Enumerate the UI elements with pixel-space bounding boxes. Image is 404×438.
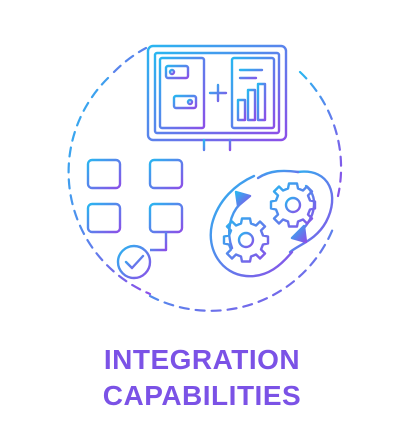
- monitor-icon: [146, 44, 288, 152]
- caption: INTEGRATION CAPABILITIES: [0, 342, 404, 414]
- checkmark-icon: [116, 244, 152, 280]
- dashed-circle-right: [298, 70, 343, 198]
- dashed-circle-top: [112, 46, 148, 74]
- plus-icon: [208, 83, 228, 103]
- flowchart-icon: [86, 158, 184, 252]
- illustration: [67, 44, 343, 312]
- dashed-circle-lower: [148, 224, 336, 312]
- caption-line-2: CAPABILITIES: [102, 380, 302, 411]
- dashed-circle: [67, 76, 152, 296]
- caption-line-1: INTEGRATION: [103, 344, 301, 375]
- gears-cycle-icon: [209, 169, 334, 278]
